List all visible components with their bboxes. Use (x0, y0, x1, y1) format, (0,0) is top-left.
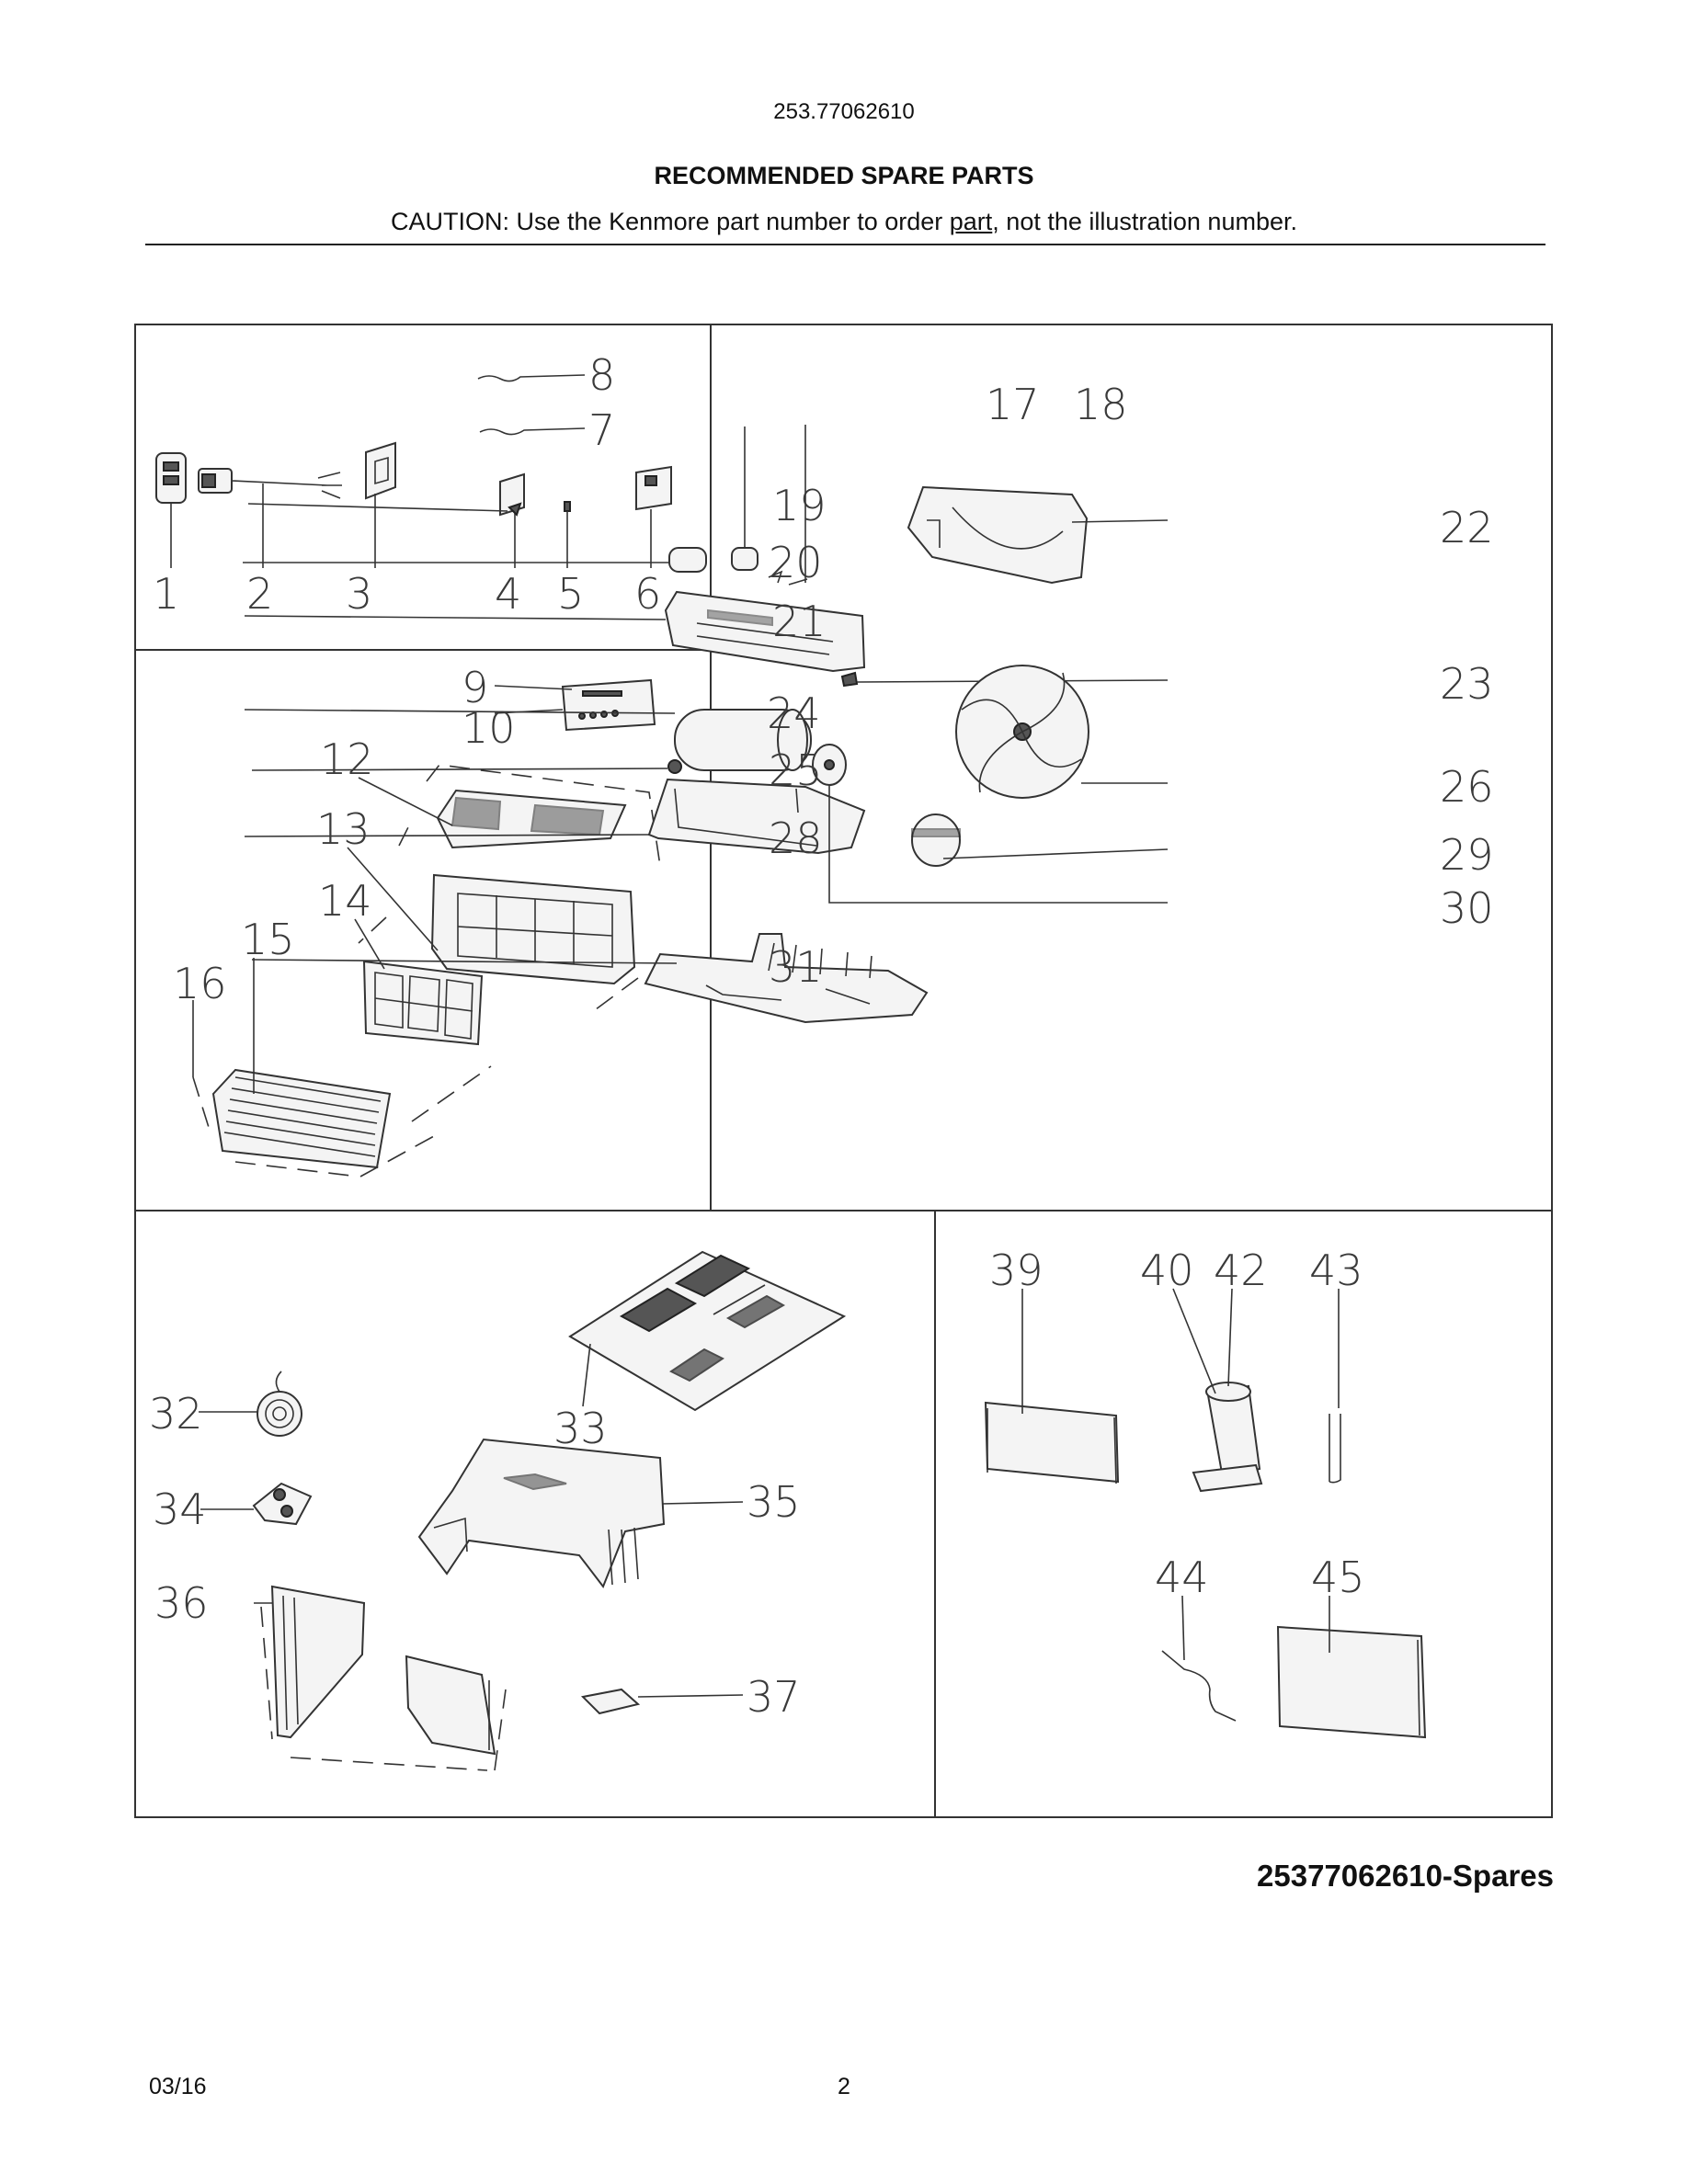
callout-10: 3 (346, 569, 372, 619)
part-21-evaporator-housing (244, 590, 866, 673)
callout-31: 30 (1440, 883, 1494, 933)
part-8-remote (155, 452, 187, 568)
callout-5: 12 (320, 734, 374, 784)
callout-7: 9 (462, 663, 488, 712)
part-17-base-pan (251, 933, 929, 1024)
part-32-condenser (984, 1289, 1120, 1484)
caution-link: part (949, 208, 993, 235)
callout-16: 8 (588, 350, 615, 400)
part-31-motor-mount (812, 744, 1168, 904)
part-30-motor (911, 813, 1169, 867)
part-12-plate (499, 472, 525, 568)
part-35-tube (1329, 1289, 1341, 1484)
callout-22: 20 (769, 538, 823, 587)
part-42-seal-roll (199, 1371, 302, 1437)
caution-text: CAUTION: Use the Kenmore part number to … (0, 208, 1688, 236)
callout-34: 42 (1214, 1246, 1268, 1295)
callout-3: 14 (318, 876, 372, 926)
part-4-filter-frame (347, 823, 639, 1016)
part-9-power-cord (198, 468, 342, 568)
part-39-plate (580, 1688, 744, 1715)
revision-date: 03/16 (149, 2074, 207, 2099)
part-3-filter (354, 918, 484, 1046)
part-16-wire (477, 374, 586, 382)
page-number: 2 (838, 2074, 850, 2099)
callout-33: 40 (1140, 1246, 1194, 1295)
part-14-switch (635, 465, 672, 568)
part-24-bushing (731, 427, 758, 571)
header-rule (145, 244, 1545, 245)
callout-19: 25 (769, 745, 823, 795)
callout-18: 28 (769, 813, 823, 863)
callout-12: 4 (495, 569, 521, 619)
callout-13: 5 (557, 569, 584, 619)
callout-39: 37 (747, 1672, 801, 1722)
part-2-front-grille (192, 958, 492, 1177)
part-13-sensor (564, 501, 571, 568)
part-45-kit-sheet (568, 1250, 847, 1412)
part-29-fan-blade (955, 665, 1168, 799)
callout-26: 22 (1440, 503, 1494, 552)
callout-1: 16 (173, 959, 227, 1008)
callout-36: 44 (1155, 1553, 1209, 1602)
part-26-shroud (907, 485, 1169, 585)
callout-4: 13 (316, 804, 371, 854)
callout-44: 36 (154, 1578, 209, 1628)
page-title: RECOMMENDED SPARE PARTS (654, 162, 1034, 189)
caution-before: CAUTION: Use the Kenmore part number to … (391, 208, 950, 235)
part-10-bracket (365, 441, 396, 568)
exploded-parts-diagram: 1 2 3 4 5 6 7 8 9 10 12 13 14 15 16 17 1… (134, 324, 1553, 1818)
callout-28: 23 (1440, 659, 1494, 709)
callout-42: 32 (149, 1389, 203, 1439)
callout-21: 21 (772, 597, 827, 646)
part-44-side-panels (254, 1585, 507, 1771)
callout-15: 7 (588, 405, 615, 455)
callout-17: 31 (769, 942, 823, 992)
callout-8: 1 (153, 569, 179, 619)
callout-14: 6 (634, 569, 661, 619)
callout-43: 34 (153, 1484, 207, 1534)
part-22-tube (243, 547, 707, 573)
part-37-evaporator (1276, 1596, 1427, 1739)
model-number: 253.77062610 (773, 99, 915, 124)
callout-40: 35 (747, 1477, 801, 1527)
part-18-drain-pan (244, 778, 866, 855)
callout-25: 18 (1074, 380, 1128, 429)
callout-2: 15 (241, 915, 295, 964)
callout-29: 26 (1440, 762, 1494, 812)
part-43-gasket (200, 1482, 313, 1526)
part-23-clip (247, 502, 522, 517)
callout-20: 24 (767, 688, 821, 738)
callout-35: 43 (1309, 1246, 1363, 1295)
callout-9: 2 (246, 569, 273, 619)
callout-32: 39 (989, 1246, 1044, 1295)
part-19-nut (251, 759, 682, 774)
part-5-front-panel (134, 324, 661, 867)
part-20-cylinder (244, 709, 812, 771)
callout-24: 17 (986, 380, 1040, 429)
panel-frames (134, 324, 1553, 1818)
callout-6: 10 (462, 703, 516, 753)
part-15-wire (479, 427, 586, 436)
part-36-capillary (1161, 1595, 1237, 1722)
caution-after: , not the illustration number. (992, 208, 1297, 235)
part-25-wire (768, 425, 808, 586)
callout-labels: 1 2 3 4 5 6 7 8 9 10 12 13 14 15 16 17 1… (149, 350, 1494, 1722)
spares-label: 25377062610-Spares (1257, 1859, 1554, 1893)
callout-23: 19 (772, 481, 827, 530)
part-7-6-control-panel (494, 678, 656, 732)
diagram-svg: 1 2 3 4 5 6 7 8 9 10 12 13 14 15 16 17 1… (134, 324, 1553, 1818)
part-33-34-compressor (1172, 1288, 1263, 1493)
callout-37: 45 (1311, 1553, 1365, 1602)
callout-30: 29 (1440, 830, 1494, 880)
callout-45: 33 (553, 1404, 608, 1453)
part-40-cabinet (417, 1438, 744, 1589)
